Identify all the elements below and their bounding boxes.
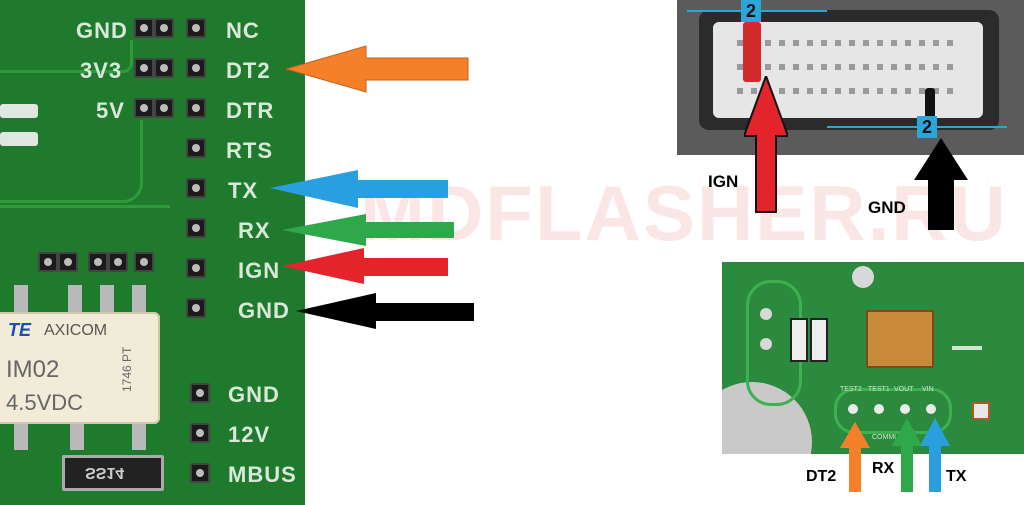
label-rts: RTS: [226, 138, 273, 163]
label-rx-board: RX: [872, 460, 895, 477]
relay-pin: [14, 424, 28, 450]
arrow-gnd-connector: [914, 138, 968, 230]
header-pin: [190, 383, 210, 403]
label-ign: IGN: [238, 258, 281, 283]
board-trace: [0, 205, 170, 228]
connector-photo: 2 2: [677, 0, 1024, 155]
watermark: MDFLASHER.RU: [360, 169, 1008, 257]
label-dt2-board: DT2: [806, 468, 837, 485]
board-trace: [0, 120, 143, 203]
pad-label-vin: VIN: [922, 386, 934, 393]
header-pin: [190, 463, 210, 483]
black-wire: [925, 88, 935, 118]
red-wire: [743, 22, 761, 82]
relay-brand: TE: [8, 320, 32, 340]
mount-point: [852, 266, 874, 288]
header-pin: [186, 18, 206, 38]
pad: [760, 308, 772, 320]
arrow-tx-board: [920, 418, 950, 492]
header-pin: [190, 423, 210, 443]
label-rx: RX: [238, 218, 271, 243]
header-pin: [186, 298, 206, 318]
label-gnd-connector: GND: [868, 198, 906, 217]
header-pin: [88, 252, 108, 272]
arrow-dt2: [286, 45, 469, 93]
right-board-photo: TEST2 TEST1 VOUT VIN COMMU: [722, 262, 1024, 454]
diode-component: SS14: [62, 455, 164, 491]
test-pad: [848, 404, 858, 414]
pin-number-badge-top: 2: [741, 0, 761, 22]
test-pad: [926, 404, 936, 414]
label-dt2: DT2: [226, 58, 271, 83]
label-gnd-power: GND: [76, 18, 128, 43]
arrow-gnd: [296, 293, 474, 329]
header-pin: [134, 18, 154, 38]
relay-pin: [68, 285, 82, 315]
header-pin: [154, 58, 174, 78]
board-trace: [0, 40, 133, 73]
header-pin: [58, 252, 78, 272]
label-gnd-lower: GND: [228, 382, 280, 407]
test-pad-outline: [834, 388, 952, 434]
header-pin: [186, 98, 206, 118]
header-pin: [134, 98, 154, 118]
header-pin: [186, 178, 206, 198]
header-pin: [38, 252, 58, 272]
arrow-rx: [282, 214, 454, 246]
label-3v3: 3V3: [80, 58, 123, 83]
label-tx-board: TX: [946, 468, 967, 485]
label-ign-connector: IGN: [708, 172, 739, 191]
header-pin: [154, 98, 174, 118]
left-board-photo: GND 3V3 5V NC DT2 DTR RTS TX RX IGN GND …: [0, 0, 305, 505]
connector-pins: [737, 40, 953, 94]
smd-component: [972, 402, 990, 420]
smd-component: [810, 318, 828, 362]
label-gnd-signal: GND: [238, 298, 290, 323]
ribbon-cable: [866, 310, 934, 368]
label-dtr: DTR: [226, 98, 275, 123]
led-component: [0, 104, 38, 118]
label-mbus: MBUS: [228, 462, 297, 487]
pad-label-test1: TEST1: [868, 386, 890, 393]
header-pin: [186, 58, 206, 78]
arrow-dt2-board: [840, 422, 870, 492]
relay-pin: [132, 424, 146, 450]
label-12v: 12V: [228, 422, 271, 447]
relay-pin: [132, 285, 146, 315]
label-tx: TX: [228, 178, 259, 203]
header-pin: [186, 218, 206, 238]
header-pin: [186, 138, 206, 158]
arrow-ign-connector: [744, 76, 788, 213]
header-pin: [108, 252, 128, 272]
smd-component: [790, 318, 808, 362]
led-component: [0, 132, 38, 146]
pad-label-vout: VOUT: [894, 386, 914, 393]
relay-line1: AXICOM: [44, 322, 108, 339]
label-5v: 5V: [96, 98, 125, 123]
relay-component: TE AXICOM IM02 4.5VDC 1746 PT: [0, 312, 160, 424]
pad-label-test2: TEST2: [840, 386, 862, 393]
pad: [760, 338, 772, 350]
test-pad: [900, 404, 910, 414]
relay-pin: [70, 424, 84, 450]
relay-line2: IM02: [6, 356, 60, 383]
arrow-tx: [270, 170, 448, 208]
header-pin: [134, 58, 154, 78]
relay-pin: [14, 285, 28, 315]
board-text-commu: COMMU: [872, 434, 900, 441]
header-pin: [134, 252, 154, 272]
arrow-rx-board: [892, 418, 922, 492]
pin-number-badge-bottom: 2: [917, 116, 937, 138]
relay-line3: 4.5VDC: [6, 390, 84, 415]
diode-label: SS14: [85, 464, 125, 481]
test-pad: [874, 404, 884, 414]
header-pin: [186, 258, 206, 278]
relay-side-text: 1746 PT: [120, 346, 134, 392]
header-pin: [154, 18, 174, 38]
arrow-ign: [282, 248, 448, 284]
silk-mark: [952, 346, 982, 350]
relay-pin: [100, 285, 114, 315]
label-nc: NC: [226, 18, 260, 43]
